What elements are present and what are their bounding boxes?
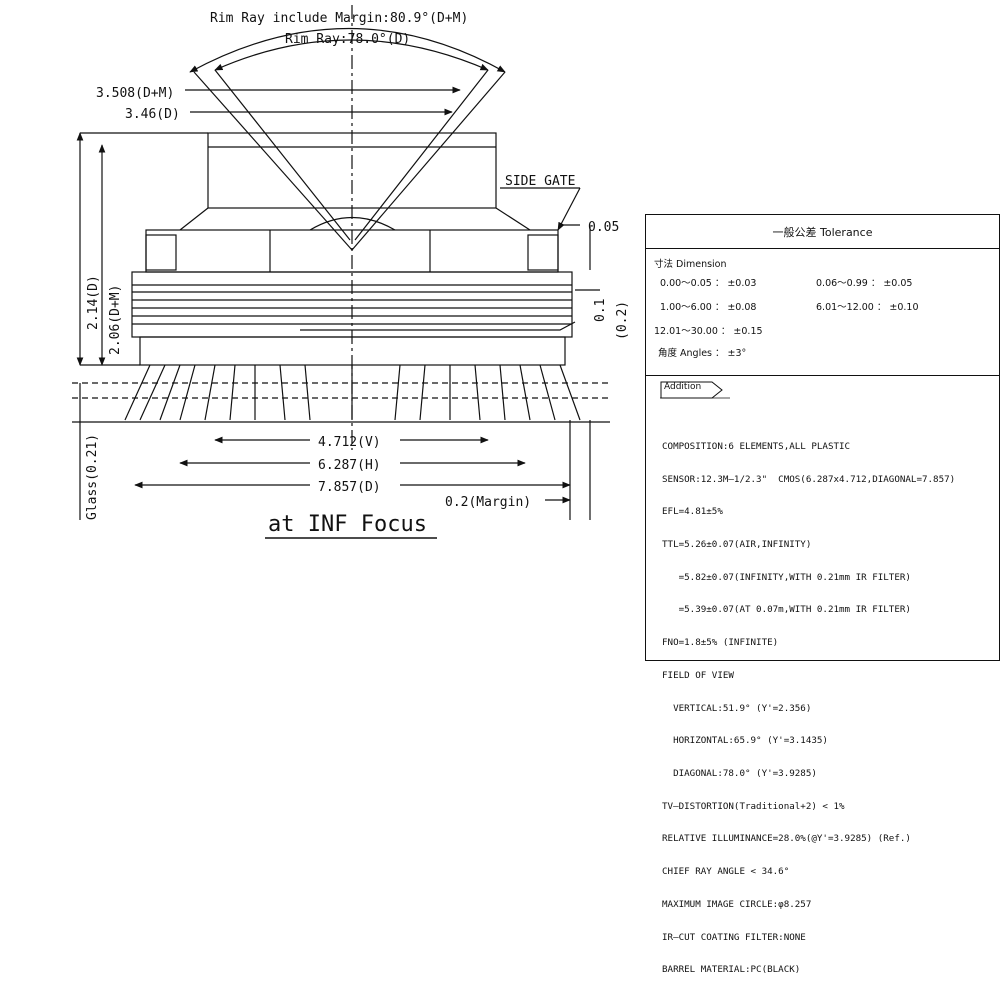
addition-tag-shape (660, 381, 730, 399)
dim-346-label: 3.46(D) (125, 107, 180, 122)
addition-tag: Addition (664, 382, 702, 392)
dimension-label: 寸法 Dimension (654, 259, 727, 270)
dim-01-label: 0.1 (593, 299, 608, 322)
spec-line: RELATIVE ILLUMINANCE=28.0%(@Y'=3.9285) (… (662, 833, 911, 845)
spec-line: HORIZONTAL:65.9° (Y'=3.1435) (662, 735, 828, 747)
lens-top-housing (207, 132, 497, 209)
tolerance-row: 0.00～0.05 ： ±0.03 (660, 278, 757, 289)
tolerance-title: 一般公差 Tolerance (646, 215, 999, 249)
lens-drawing: Rim Ray include Margin:80.9°(D+M) Rim Ra… (72, 5, 630, 539)
side-gate-label: SIDE GATE (505, 174, 575, 189)
tolerance-table: 寸法 Dimension 0.00～0.05 ： ±0.03 0.06～0.99… (646, 249, 999, 376)
dim-d-label: 7.857(D) (318, 480, 381, 495)
spec-line: MAXIMUM IMAGE CIRCLE:φ8.257 (662, 898, 812, 910)
rim-ray-margin-label: Rim Ray include Margin:80.9°(D+M) (210, 11, 468, 26)
spec-line: EFL=4.81±5% (662, 506, 723, 518)
dim-h-label: 6.287(H) (318, 458, 381, 473)
dim-005-label: 0.05 (588, 220, 619, 235)
spec-line: COMPOSITION:6 ELEMENTS,ALL PLASTIC (662, 440, 851, 452)
dim-206-label: 2.06(D+M) (108, 285, 123, 355)
spec-line: DIAGONAL:78.0° (Y'=3.9285) (662, 768, 817, 779)
rim-ray-label: Rim Ray:78.0°(D) (285, 32, 410, 47)
dim-margin-label: 0.2(Margin) (445, 495, 531, 510)
tolerance-row: 角度 Angles ： ±3° (658, 348, 747, 359)
rim-ray-arc (214, 39, 489, 71)
dim-214-label: 2.14(D) (86, 275, 101, 330)
tolerance-row: 1.00～6.00 ： ±0.08 (660, 302, 757, 313)
tolerance-row: 0.06～0.99 ： ±0.05 (816, 278, 913, 289)
focus-label: at INF Focus (268, 512, 427, 537)
glass-label: Glass(0.21) (85, 434, 100, 520)
spec-line: TTL=5.26±0.07(AIR,INFINITY) (662, 538, 812, 550)
dim-v-label: 4.712(V) (318, 435, 381, 450)
dim-3508-label: 3.508(D+M) (96, 86, 174, 101)
rim-ray-margin-arc (189, 28, 506, 73)
spec-line: IR—CUT COATING FILTER:NONE (662, 931, 806, 943)
spec-list: COMPOSITION:6 ELEMENTS,ALL PLASTIC SENSO… (662, 420, 955, 998)
tolerance-row: 12.01～30.00 ： ±0.15 (654, 326, 763, 337)
spec-line: TV—DISTORTION(Traditional+2) < 1% (662, 800, 845, 812)
spec-line: CHIEF RAY ANGLE < 34.6° (662, 866, 790, 878)
spec-line: SENSOR:12.3M—1/2.3" CMOS(6.287x4.712,DIA… (662, 473, 956, 485)
dim-02-label: (0.2) (615, 301, 630, 340)
tolerance-row: 6.01～12.00 ： ±0.10 (816, 302, 919, 313)
spec-line: VERTICAL:51.9° (Y'=2.356) (662, 702, 812, 714)
tolerance-spec-panel: 一般公差 Tolerance 寸法 Dimension 0.00～0.05 ： … (645, 214, 1000, 975)
spec-line: =5.39±0.07(AT 0.07m,WITH 0.21mm IR FILTE… (662, 604, 911, 616)
spec-line: FIELD OF VIEW (662, 669, 734, 681)
spec-line: FNO=1.8±5% (INFINITE) (662, 637, 779, 649)
spec-line: BARREL MATERIAL:PC(BLACK) (662, 964, 801, 976)
spec-line: =5.82±0.07(INFINITY,WITH 0.21mm IR FILTE… (662, 571, 911, 583)
